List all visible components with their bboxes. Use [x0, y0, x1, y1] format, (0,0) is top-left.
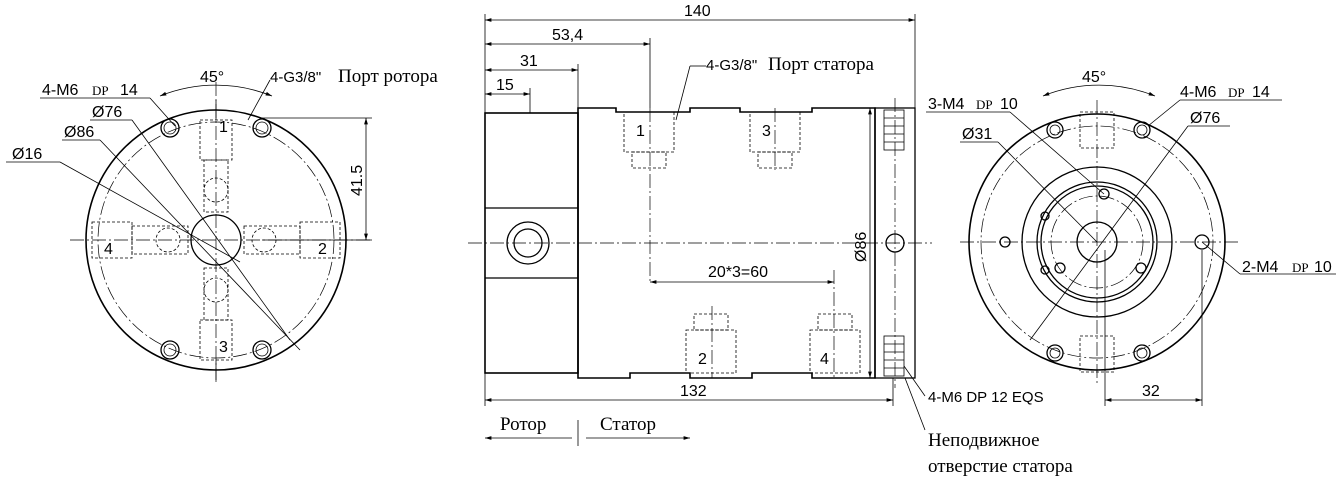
- right-m4b-dp: DP: [1292, 260, 1309, 275]
- right-m4b-label: 2-M4: [1242, 259, 1279, 276]
- side-port-label: 4-G3/8": [706, 57, 757, 74]
- left-port-2: 2: [318, 241, 327, 258]
- left-port-3: 3: [219, 339, 228, 356]
- left-thread-label: 4-M6: [42, 82, 79, 99]
- left-dia-76: Ø76: [92, 104, 122, 121]
- right-m4b-depth: 10: [1314, 259, 1332, 276]
- dim-140: 140: [684, 3, 711, 20]
- side-port-text: Порт статора: [768, 54, 874, 75]
- left-angle-label: 45°: [200, 69, 224, 86]
- rotor-label: Ротор: [500, 414, 546, 435]
- dim-15: 15: [496, 77, 514, 94]
- dim-pitch: 20*3=60: [708, 264, 768, 281]
- side-port-2: 2: [698, 351, 707, 368]
- left-port-label: 4-G3/8": [270, 69, 321, 86]
- left-dim-41-5: 41.5: [349, 165, 366, 196]
- left-view: 1 2 3 4 45° 4-M6 DP 14 4-G3/8" Порт рото…: [6, 66, 438, 382]
- right-dia-76: Ø76: [1190, 110, 1220, 127]
- side-port-1: 1: [636, 123, 645, 140]
- left-port-1: 1: [219, 119, 228, 136]
- right-dia-31: Ø31: [962, 126, 992, 143]
- side-port-4: 4: [820, 351, 829, 368]
- left-dia-16: Ø16: [12, 146, 42, 163]
- left-thread-depth: 14: [120, 82, 138, 99]
- right-angle-label: 45°: [1082, 69, 1106, 86]
- right-m4-depth: 10: [1000, 96, 1018, 113]
- right-m4-label: 3-M4: [928, 96, 965, 113]
- right-m6-depth: 14: [1252, 84, 1270, 101]
- side-view: 1 3 2 4 140 53,4 31 15 4-G3/8" Порт стат…: [468, 3, 1073, 477]
- screw-label: 4-M6 DP 12 EQS: [928, 389, 1044, 406]
- dim-31: 31: [520, 53, 538, 70]
- left-center-hole: [190, 214, 242, 266]
- left-mount-holes: [160, 118, 272, 360]
- right-m6-label: 4-M6: [1180, 84, 1217, 101]
- stator-label: Статор: [600, 414, 656, 435]
- right-m4-dp: DP: [976, 97, 993, 112]
- dim-132: 132: [680, 383, 707, 400]
- side-dia-86: Ø86: [853, 232, 870, 262]
- right-dim-32: 32: [1142, 383, 1160, 400]
- right-mount-holes: [999, 121, 1210, 362]
- left-dia-86: Ø86: [64, 124, 94, 141]
- right-view: 45° 3-M4 DP 10 Ø31 4-M6 DP 14 Ø76 2-M4 D…: [926, 69, 1336, 406]
- side-port-3: 3: [762, 123, 771, 140]
- left-thread-dp: DP: [92, 83, 109, 98]
- fixed-hole-line-2: отверстие статора: [928, 456, 1073, 477]
- left-port-4: 4: [104, 241, 113, 258]
- dim-53-4: 53,4: [552, 27, 583, 44]
- right-outer-circle: [968, 113, 1226, 371]
- right-m6-dp: DP: [1228, 85, 1245, 100]
- left-port-text: Порт ротора: [338, 66, 438, 87]
- fixed-hole-line-1: Неподвижное: [928, 430, 1040, 451]
